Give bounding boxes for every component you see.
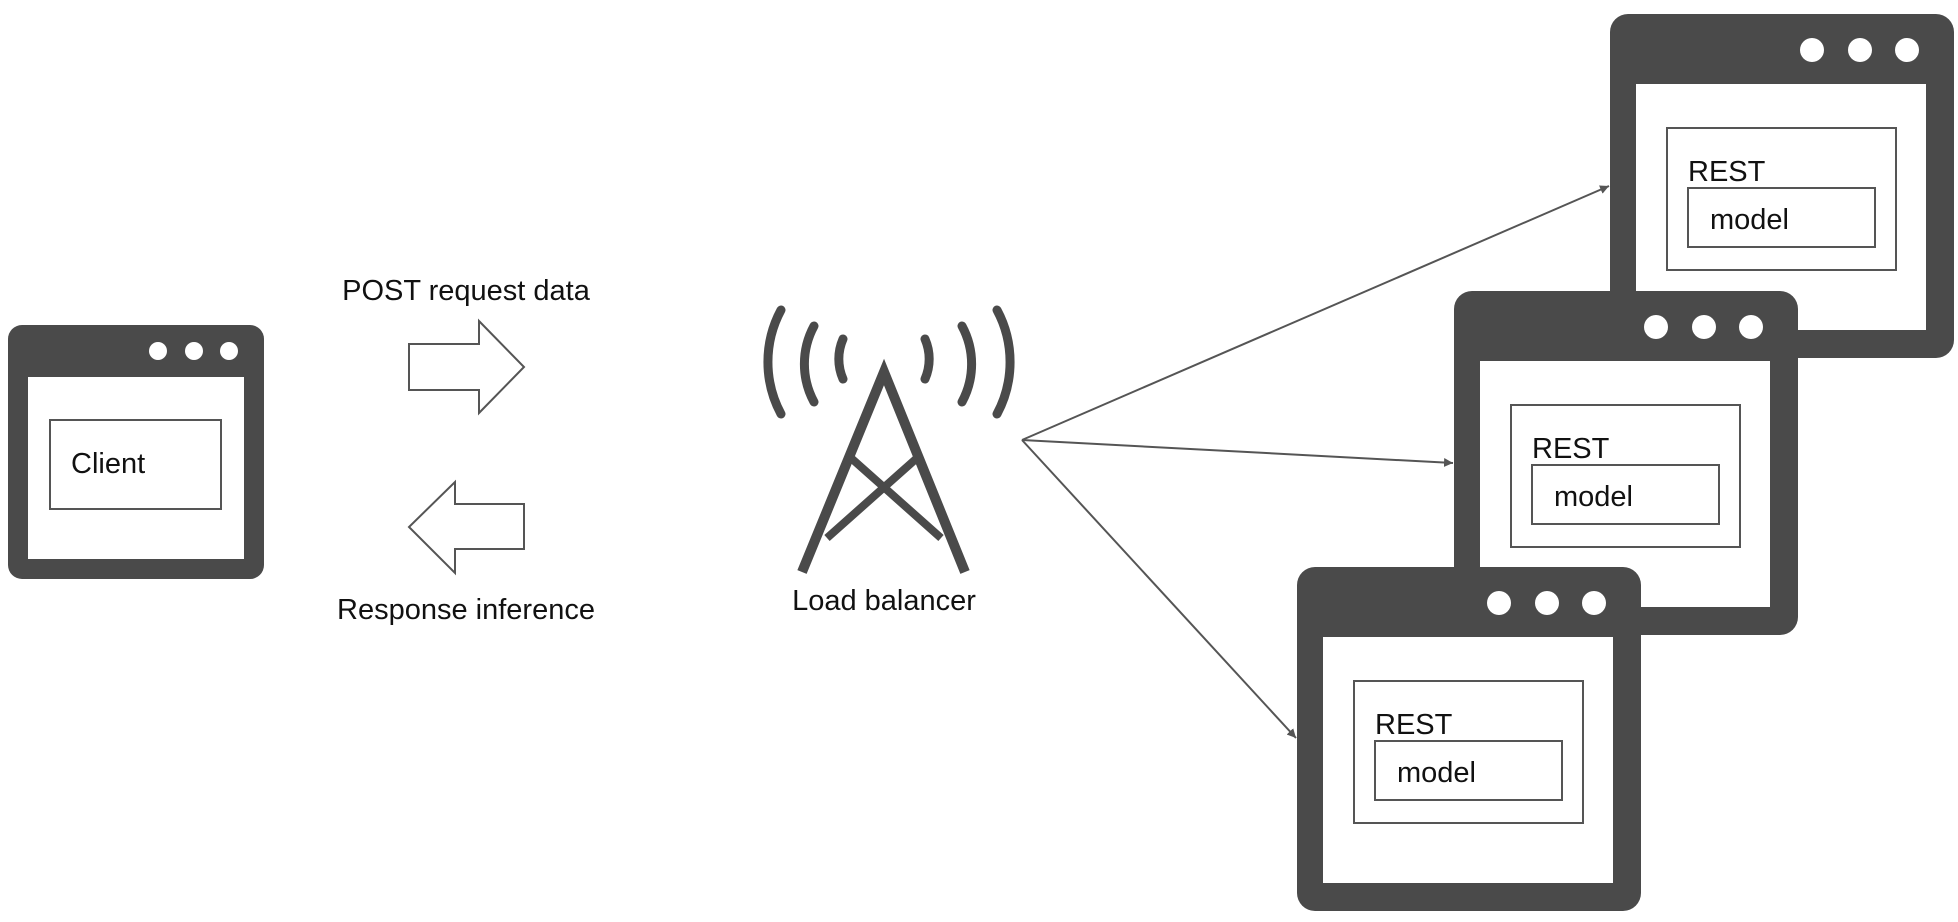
- window-dot-icon: [1848, 38, 1872, 62]
- window-dot-icon: [1487, 591, 1511, 615]
- window-dot-icon: [1692, 315, 1716, 339]
- window-dot-icon: [1800, 38, 1824, 62]
- connector-arrow-to-server-2: [1021, 439, 1454, 468]
- rest-label: REST: [1532, 433, 1610, 465]
- connector-arrow-to-server-1: [1021, 185, 1610, 441]
- client-label: Client: [71, 448, 145, 480]
- model-label: model: [1397, 757, 1476, 789]
- rest-label: REST: [1375, 709, 1453, 741]
- right-arrow-icon: [408, 318, 526, 416]
- model-box: [1531, 464, 1720, 525]
- window-dot-icon: [1895, 38, 1919, 62]
- antenna-tower-icon: [763, 305, 1015, 574]
- client-window: Client: [8, 325, 264, 579]
- window-dot-icon: [1582, 591, 1606, 615]
- server-window-2: REST model: [1454, 291, 1798, 635]
- window-dot-icon: [1535, 591, 1559, 615]
- left-arrow-icon: [407, 479, 525, 576]
- window-dot-icon: [149, 342, 167, 360]
- model-box: [1687, 187, 1876, 248]
- server-window-3: REST model: [1297, 567, 1641, 911]
- window-dot-icon: [220, 342, 238, 360]
- model-box: [1374, 740, 1563, 801]
- connector-arrow-to-server-3: [1021, 439, 1297, 739]
- response-label: Response inference: [337, 594, 595, 626]
- model-label: model: [1710, 204, 1789, 236]
- model-label: model: [1554, 481, 1633, 513]
- client-box: [49, 419, 222, 510]
- window-dot-icon: [185, 342, 203, 360]
- request-label: POST request data: [342, 275, 591, 307]
- rest-label: REST: [1688, 156, 1766, 188]
- window-dot-icon: [1739, 315, 1763, 339]
- server-window-1: REST model: [1610, 14, 1954, 358]
- window-dot-icon: [1644, 315, 1668, 339]
- load-balancer-label: Load balancer: [792, 585, 976, 617]
